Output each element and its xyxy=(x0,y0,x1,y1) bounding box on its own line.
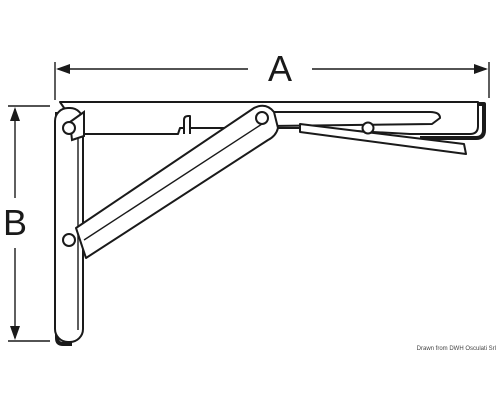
top-arm-shadow xyxy=(62,102,486,140)
diagonal-strut-body xyxy=(75,104,279,259)
dimension-b-arrow-bottom xyxy=(10,326,20,340)
rivet-lever-icon xyxy=(361,121,375,135)
rivet-top-icon xyxy=(62,121,76,135)
dimension-b-arrow-top xyxy=(10,107,20,121)
rivet-middle-icon xyxy=(62,233,76,247)
diagonal-strut xyxy=(75,104,279,259)
rivet-elbow-icon xyxy=(255,111,269,125)
release-lever xyxy=(261,111,467,155)
dimension-a-arrow-left xyxy=(56,64,70,74)
drawing-credit: Drawn from DWH Osculati Srl xyxy=(417,346,496,352)
pivot-rivets xyxy=(62,111,375,247)
dimension-a xyxy=(54,62,490,100)
dimension-a-arrow-right xyxy=(474,64,488,74)
dimension-b xyxy=(8,105,50,342)
wall-plate-shadow xyxy=(55,112,72,346)
release-lever-tail xyxy=(299,123,467,155)
release-lever-body xyxy=(261,111,441,127)
dimension-b-label: B xyxy=(3,202,27,243)
dimension-a-label: A xyxy=(268,48,292,89)
diagonal-strut-inner-edge xyxy=(83,123,263,241)
locking-tab xyxy=(183,115,191,134)
